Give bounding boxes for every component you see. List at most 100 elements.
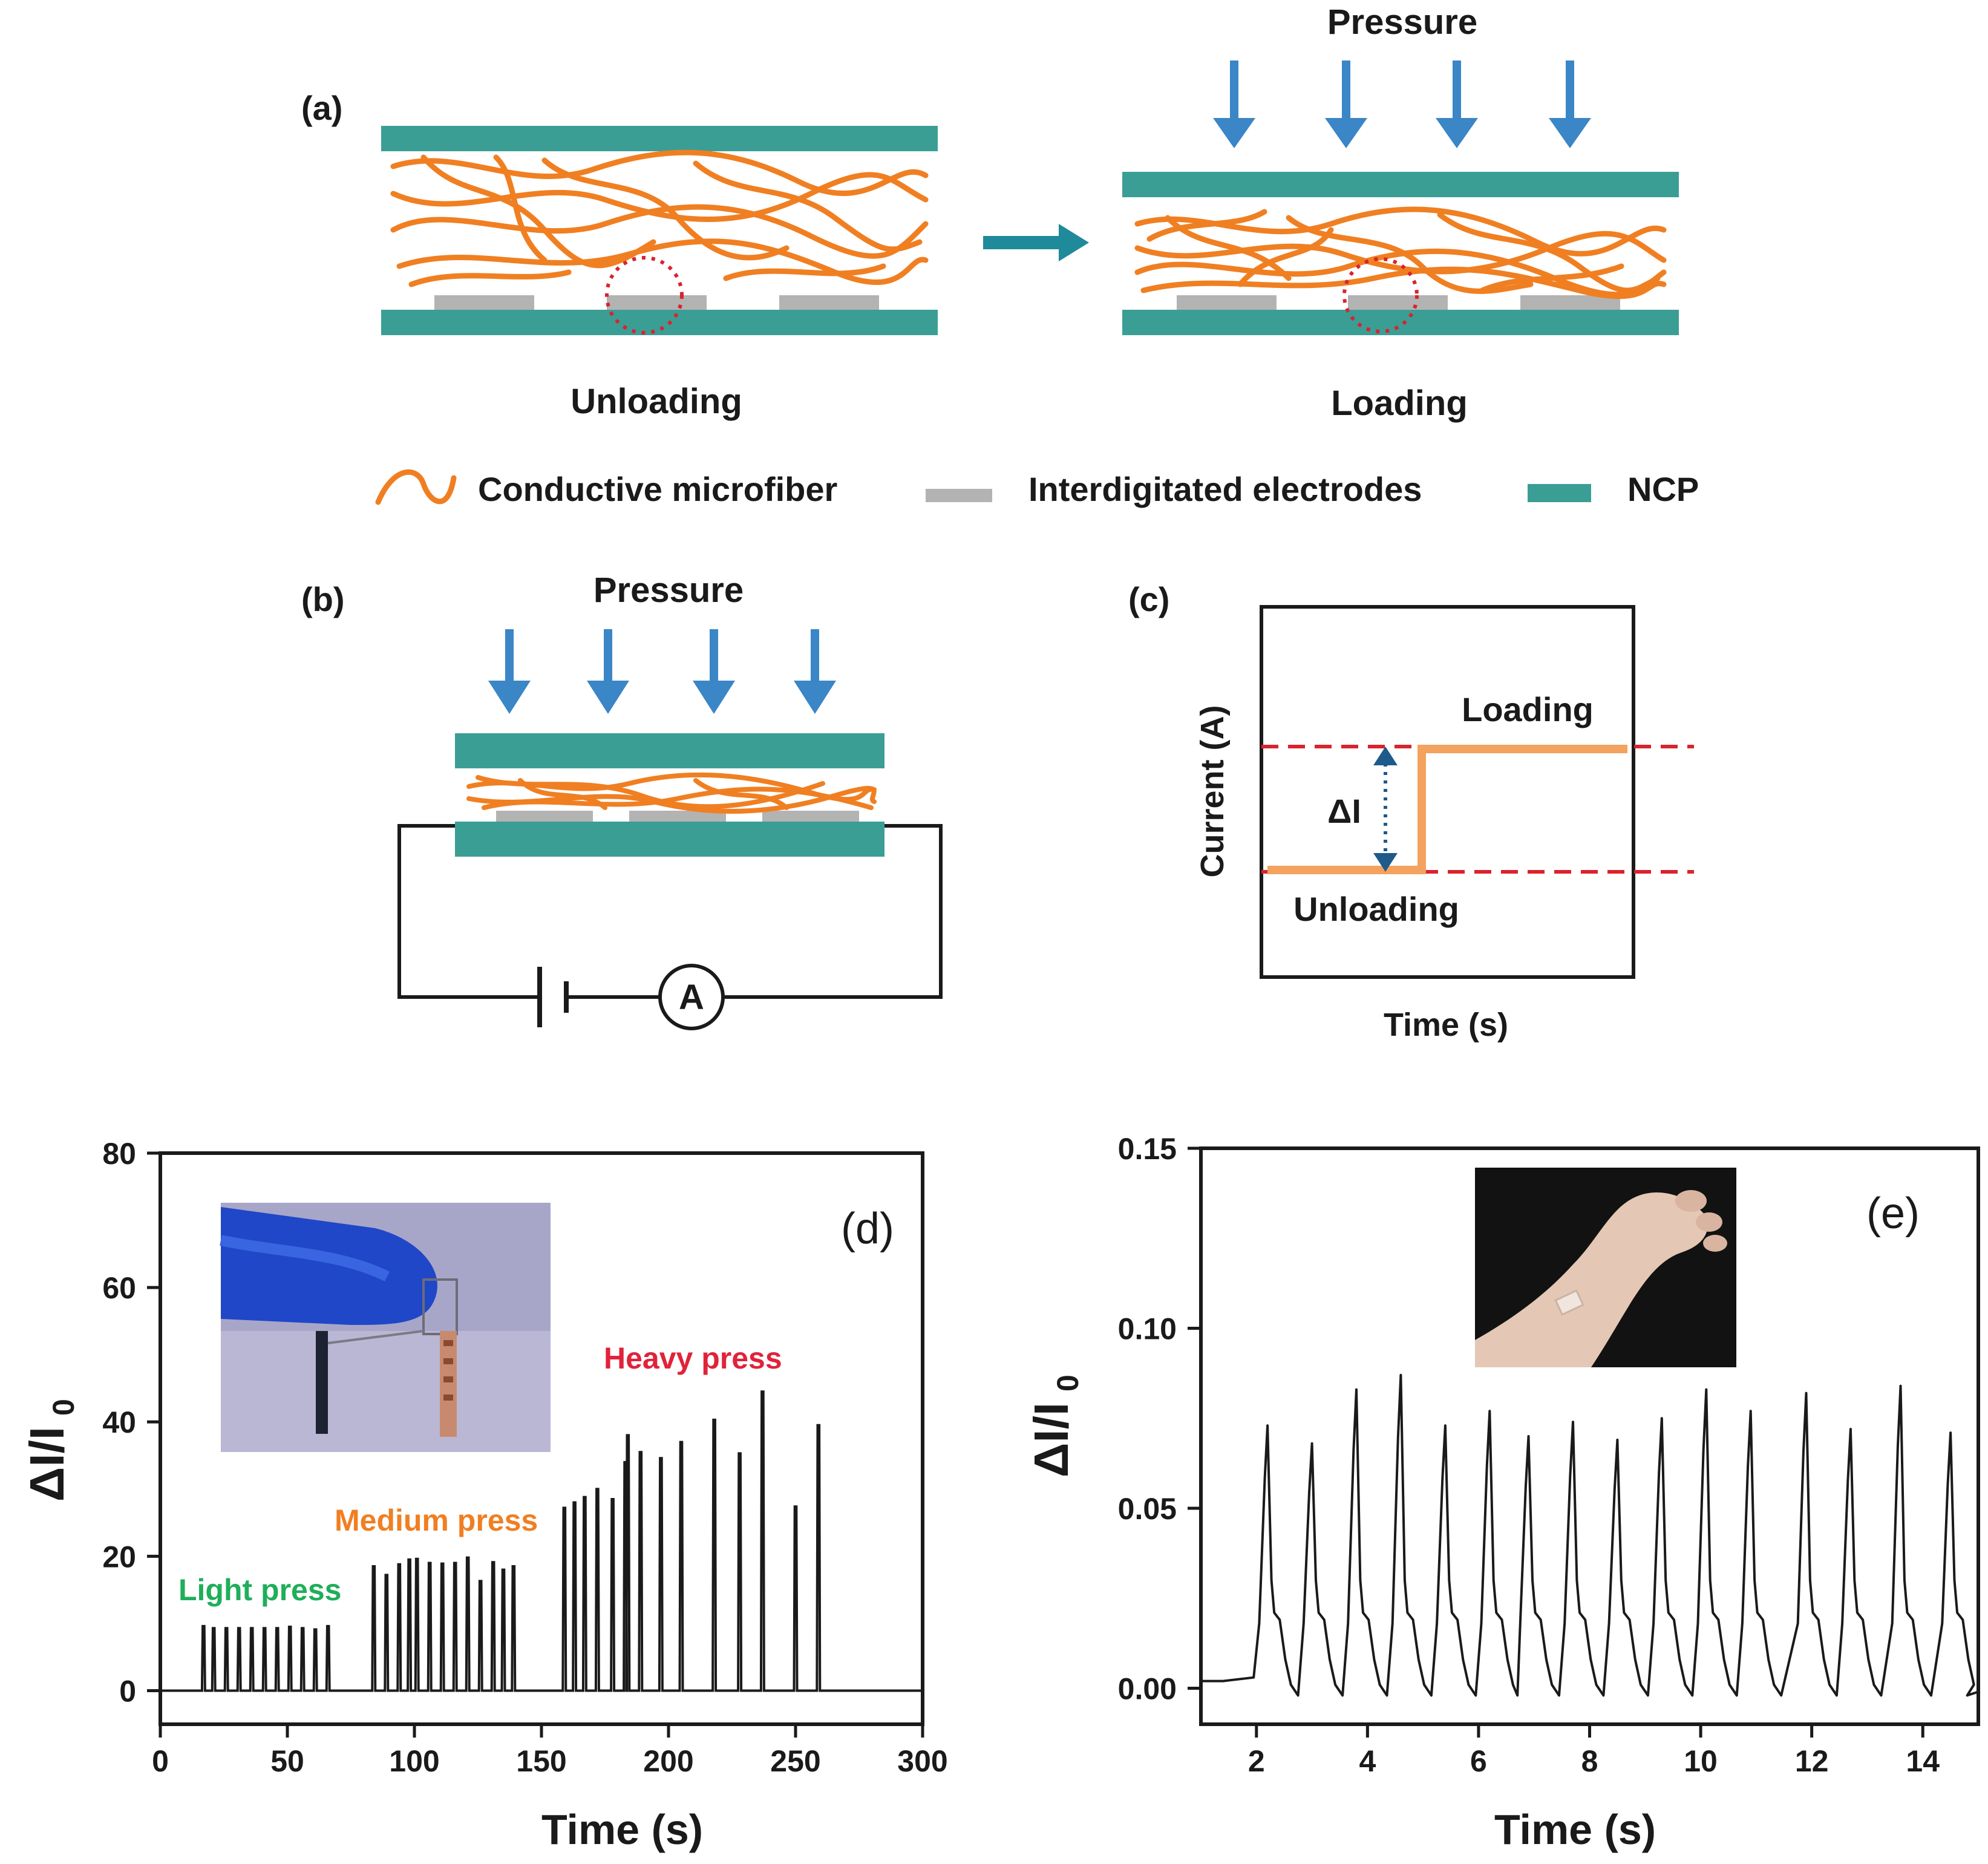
panel-b: (b) Pressure A <box>301 571 943 1030</box>
transition-arrow <box>983 224 1089 261</box>
plot-frame-c <box>1260 605 1635 979</box>
d-ytick-label: 80 <box>102 1137 136 1171</box>
legend-fiber-swatch <box>375 469 457 505</box>
legend-electrode-label: Interdigitated electrodes <box>1028 470 1422 508</box>
e-x-ticks: 2 4 6 8 10 12 14 <box>1248 1724 1940 1778</box>
svg-text:0: 0 <box>47 1399 80 1416</box>
e-ytick-label: 0.00 <box>1118 1672 1177 1706</box>
svg-text:ΔI/I: ΔI/I <box>1024 1402 1078 1477</box>
d-xtick-label: 150 <box>516 1744 566 1778</box>
finger-2 <box>1696 1212 1722 1232</box>
loading-label: Loading <box>1331 384 1468 423</box>
contact-highlight-right <box>1342 257 1419 333</box>
ncp-top-left <box>381 126 938 151</box>
current-step-trace <box>1267 745 1627 874</box>
e-xtick-label: 8 <box>1581 1744 1598 1778</box>
d-xlabel: Time (s) <box>541 1806 703 1853</box>
d-inset-photo <box>220 1203 551 1452</box>
panel-d-label: (d) <box>841 1205 894 1253</box>
legend-electrode-swatch <box>926 489 992 502</box>
d-signal-trace <box>160 1390 923 1692</box>
delta-i-label: ΔI <box>1327 792 1361 830</box>
light-press-label: Light press <box>178 1573 341 1607</box>
sensor-lead-copper <box>440 1331 457 1437</box>
heavy-press-label: Heavy press <box>604 1341 782 1375</box>
battery-icon <box>537 967 569 1027</box>
panel-e: (e) 2 4 6 8 10 12 14 0.00 0.05 0.10 0.15 Time (s)… <box>1024 1132 1980 1853</box>
electrode-left-2 <box>607 295 707 310</box>
microfibers-unloaded <box>390 149 929 287</box>
sensor-lead-dark <box>316 1331 328 1434</box>
e-xtick-label: 12 <box>1795 1744 1829 1778</box>
d-ylabel: ΔI/I 0 <box>20 1399 80 1502</box>
ncp-top-b <box>455 733 884 768</box>
e-signal-trace <box>1201 1373 1979 1697</box>
e-y-ticks: 0.00 0.05 0.10 0.15 <box>1118 1132 1201 1706</box>
circuit-wire <box>397 824 943 999</box>
pressure-arrows-a <box>1213 60 1591 148</box>
e-xtick-label: 4 <box>1359 1744 1376 1778</box>
forearm <box>1475 1192 1708 1367</box>
delta-i-arrow <box>1373 747 1398 872</box>
d-ytick-label: 0 <box>119 1674 136 1708</box>
pressure-label-a: Pressure <box>1327 2 1477 42</box>
d-xtick-label: 250 <box>770 1744 820 1778</box>
pressure-label-b: Pressure <box>593 571 744 610</box>
e-inset-photo <box>1475 1168 1736 1367</box>
d-xtick-label: 50 <box>270 1744 304 1778</box>
e-xtick-label: 6 <box>1470 1744 1487 1778</box>
electrode-right-2 <box>1348 295 1448 310</box>
d-xtick-label: 300 <box>897 1744 947 1778</box>
electrode-left-3 <box>779 295 879 310</box>
e-xlabel: Time (s) <box>1494 1806 1656 1853</box>
legend-ncp-label: NCP <box>1627 470 1699 508</box>
c-unloading-label: Unloading <box>1293 890 1459 928</box>
legend: Conductive microfiber Interdigitated ele… <box>375 469 1699 508</box>
d-ytick-label: 60 <box>102 1271 136 1305</box>
d-x-ticks: 0 50 100 150 200 250 300 <box>152 1724 948 1778</box>
panel-b-label: (b) <box>301 580 345 618</box>
ncp-top-right <box>1122 172 1679 197</box>
ammeter-label: A <box>679 978 704 1017</box>
ncp-bottom-b <box>455 822 884 857</box>
e-xtick-label: 10 <box>1684 1744 1718 1778</box>
microfibers-loaded <box>1134 206 1667 299</box>
panel-c: (c) ΔI Loading Unloading Current (A) Tim… <box>1128 580 1694 1043</box>
panel-a: (a) Unloading Pressure <box>301 2 1699 508</box>
d-xtick-label: 0 <box>152 1744 169 1778</box>
wrist-sensor <box>1554 1289 1584 1316</box>
svg-text:0: 0 <box>1051 1375 1085 1391</box>
e-ytick-label: 0.15 <box>1118 1132 1177 1166</box>
e-ylabel: ΔI/I 0 <box>1024 1375 1085 1477</box>
medium-press-label: Medium press <box>335 1503 538 1537</box>
electrode-b-3 <box>762 811 859 822</box>
d-xtick-label: 200 <box>643 1744 693 1778</box>
d-xtick-label: 100 <box>389 1744 439 1778</box>
legend-fiber-label: Conductive microfiber <box>478 470 837 508</box>
unloading-label: Unloading <box>571 382 742 421</box>
microfibers-b <box>466 772 877 814</box>
d-ytick-label: 40 <box>102 1405 136 1439</box>
legend-ncp-swatch <box>1528 484 1591 502</box>
ncp-bottom-left <box>381 310 938 335</box>
electrode-b-2 <box>629 811 726 822</box>
electrode-right-1 <box>1177 295 1277 310</box>
e-xtick-label: 14 <box>1906 1744 1940 1778</box>
e-xtick-label: 2 <box>1248 1744 1265 1778</box>
finger-1 <box>1675 1190 1707 1212</box>
c-ylabel: Current (A) <box>1194 705 1231 878</box>
finger-3 <box>1703 1235 1727 1252</box>
glove-finger <box>221 1207 437 1325</box>
electrode-b-1 <box>496 811 593 822</box>
panel-a-label: (a) <box>301 89 342 127</box>
c-loading-label: Loading <box>1462 690 1594 728</box>
ammeter-icon <box>658 964 725 1030</box>
e-ytick-label: 0.05 <box>1118 1492 1177 1526</box>
ncp-bottom-right <box>1122 310 1679 335</box>
c-xlabel: Time (s) <box>1384 1007 1508 1043</box>
panel-e-label: (e) <box>1866 1189 1920 1238</box>
e-ytick-label: 0.10 <box>1118 1312 1177 1346</box>
